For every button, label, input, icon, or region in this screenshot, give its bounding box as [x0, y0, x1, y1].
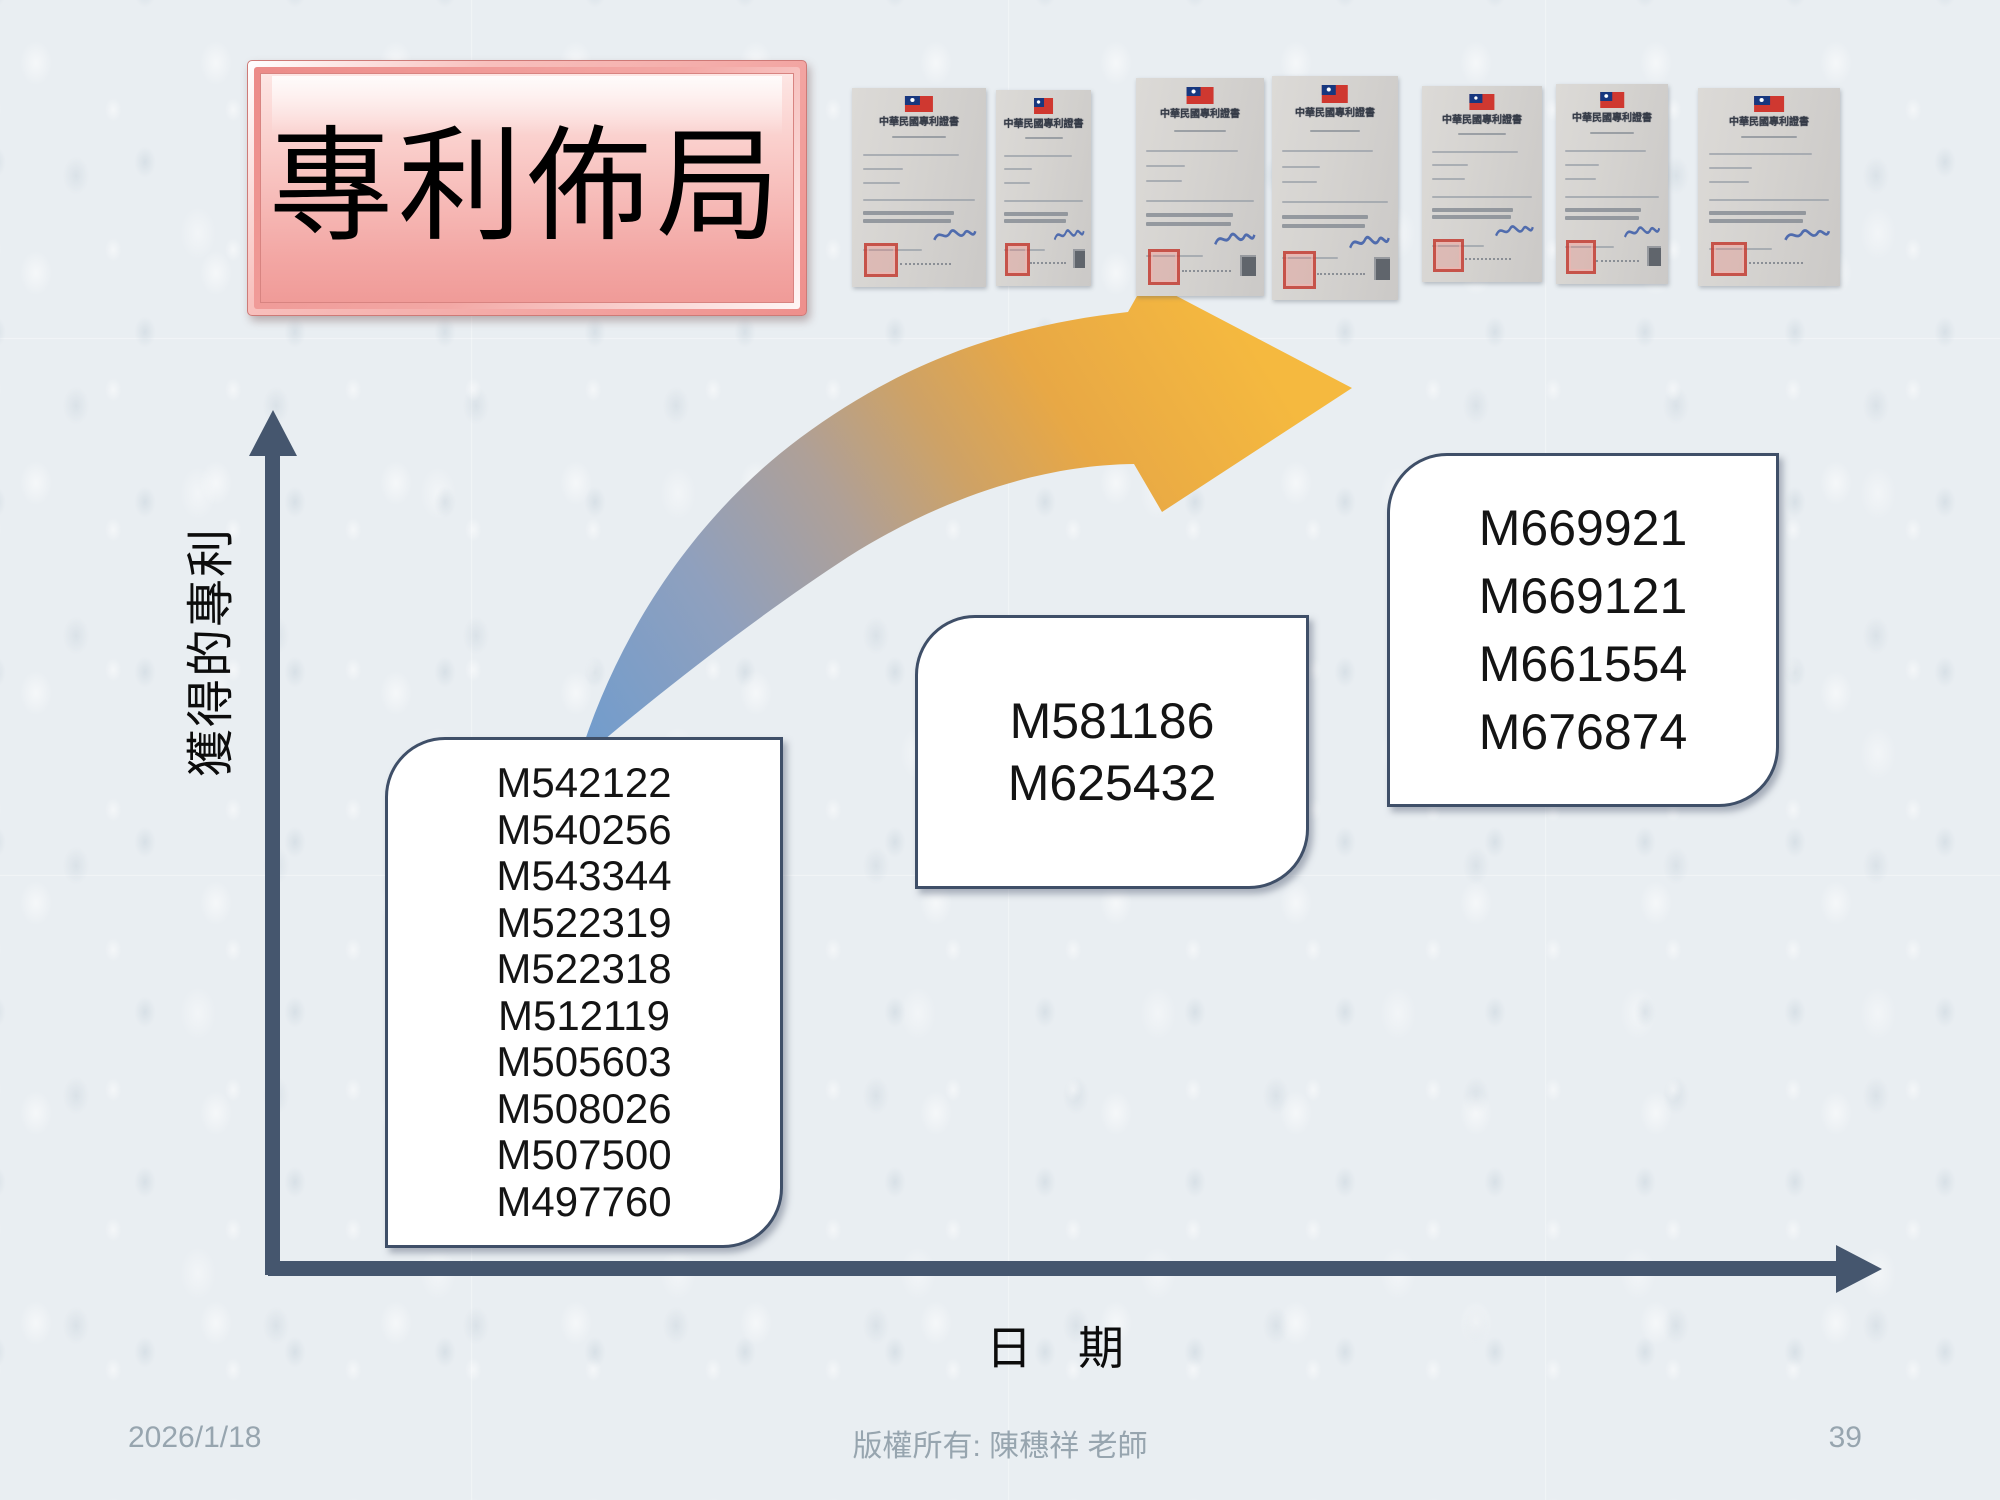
patent-number: M661554 — [1478, 636, 1688, 692]
certificate-heading: 中華民國專利證書 — [1572, 113, 1652, 124]
y-axis-label: 獲得的專利 — [185, 526, 238, 778]
qr-code-icon — [1072, 248, 1086, 269]
taiwan-flag-icon — [1754, 95, 1784, 112]
patent-number: M522319 — [496, 898, 672, 946]
signature-scribble — [1213, 233, 1256, 246]
signature-scribble — [1348, 235, 1390, 249]
patent-certificate-photo: 中華民國專利證書 — [1272, 76, 1398, 300]
patent-number: M505603 — [496, 1038, 672, 1085]
dotted-line — [1749, 262, 1804, 265]
x-axis-arrowhead-icon — [1836, 1245, 1882, 1293]
dotted-line — [1317, 273, 1366, 276]
dotted-line — [900, 263, 952, 266]
patent-number: M625432 — [1007, 755, 1217, 811]
patent-number: M522318 — [496, 945, 672, 992]
footer-copyright: 版權所有: 陳穗祥 老師 — [852, 1430, 1148, 1463]
patent-number: M540256 — [496, 805, 672, 853]
patent-certificate-photo: 中華民國專利證書 — [1422, 86, 1542, 282]
patent-number: M508026 — [496, 1084, 672, 1132]
red-seal-stamp — [1283, 251, 1316, 289]
footer-page-number: 39 — [1828, 1421, 1862, 1454]
qr-code-icon — [1239, 254, 1257, 277]
taiwan-flag-icon — [1321, 84, 1349, 103]
patent-number: M543344 — [496, 852, 672, 899]
red-seal-stamp — [1004, 242, 1031, 277]
red-seal-stamp — [1566, 240, 1596, 274]
certificate-heading: 中華民國專利證書 — [1442, 114, 1522, 126]
certificate-heading: 中華民國專利證書 — [1160, 109, 1240, 121]
red-seal-stamp — [1147, 248, 1181, 286]
patent-number: M669121 — [1478, 568, 1688, 624]
dotted-line — [1596, 260, 1639, 262]
page-title: 專利佈局 — [268, 119, 785, 256]
patent-certificate-photo: 中華民國專利證書 — [1556, 84, 1668, 284]
patent-number: M669921 — [1478, 500, 1688, 556]
certificate-heading: 中華民國專利證書 — [879, 116, 959, 128]
red-seal-stamp — [1710, 242, 1747, 277]
dotted-line — [1465, 258, 1511, 261]
qr-code-icon — [1646, 246, 1662, 266]
signature-scribble — [1784, 228, 1831, 241]
patent-certificate-photo: 中華民國專利證書 — [996, 90, 1091, 286]
x-axis-label: 日 期 — [986, 1323, 1124, 1374]
taiwan-flag-icon — [1033, 97, 1054, 114]
taiwan-flag-icon — [1600, 92, 1624, 108]
certificate-heading: 中華民國專利證書 — [1729, 116, 1809, 128]
patent-certificate-photo: 中華民國專利證書 — [1698, 88, 1840, 286]
certificate-heading: 中華民國專利證書 — [1295, 108, 1375, 119]
signature-scribble — [1495, 225, 1534, 237]
x-axis-line — [268, 1261, 1838, 1276]
certificate-heading: 中華民國專利證書 — [1003, 118, 1084, 130]
patent-certificate-photo: 中華民國專利證書 — [852, 88, 986, 287]
footer-date: 2026/1/18 — [128, 1421, 262, 1454]
patent-number: M507500 — [496, 1131, 672, 1178]
patent-number: M497760 — [496, 1177, 672, 1225]
qr-code-icon — [1374, 257, 1391, 280]
taiwan-flag-icon — [1469, 93, 1495, 110]
plaque-panel: 專利佈局 — [260, 73, 794, 303]
taiwan-flag-icon — [904, 95, 934, 112]
patent-number: M581186 — [1009, 693, 1215, 749]
y-axis-line — [265, 452, 280, 1275]
signature-scribble — [933, 229, 977, 241]
patent-certificate-photo: 中華民國專利證書 — [1136, 78, 1264, 296]
patent-number: M676874 — [1478, 704, 1688, 760]
red-seal-stamp — [864, 243, 899, 278]
patent-number: M542122 — [496, 759, 672, 806]
dotted-line — [1182, 270, 1231, 273]
signature-scribble — [1624, 226, 1661, 238]
title-plaque: 專利佈局 — [247, 60, 807, 316]
patent-number: M512119 — [497, 991, 670, 1039]
signature-scribble — [1053, 229, 1085, 241]
red-seal-stamp — [1432, 238, 1464, 273]
y-axis-arrowhead-icon — [249, 410, 297, 456]
dotted-line — [1030, 262, 1067, 265]
taiwan-flag-icon — [1186, 86, 1214, 105]
